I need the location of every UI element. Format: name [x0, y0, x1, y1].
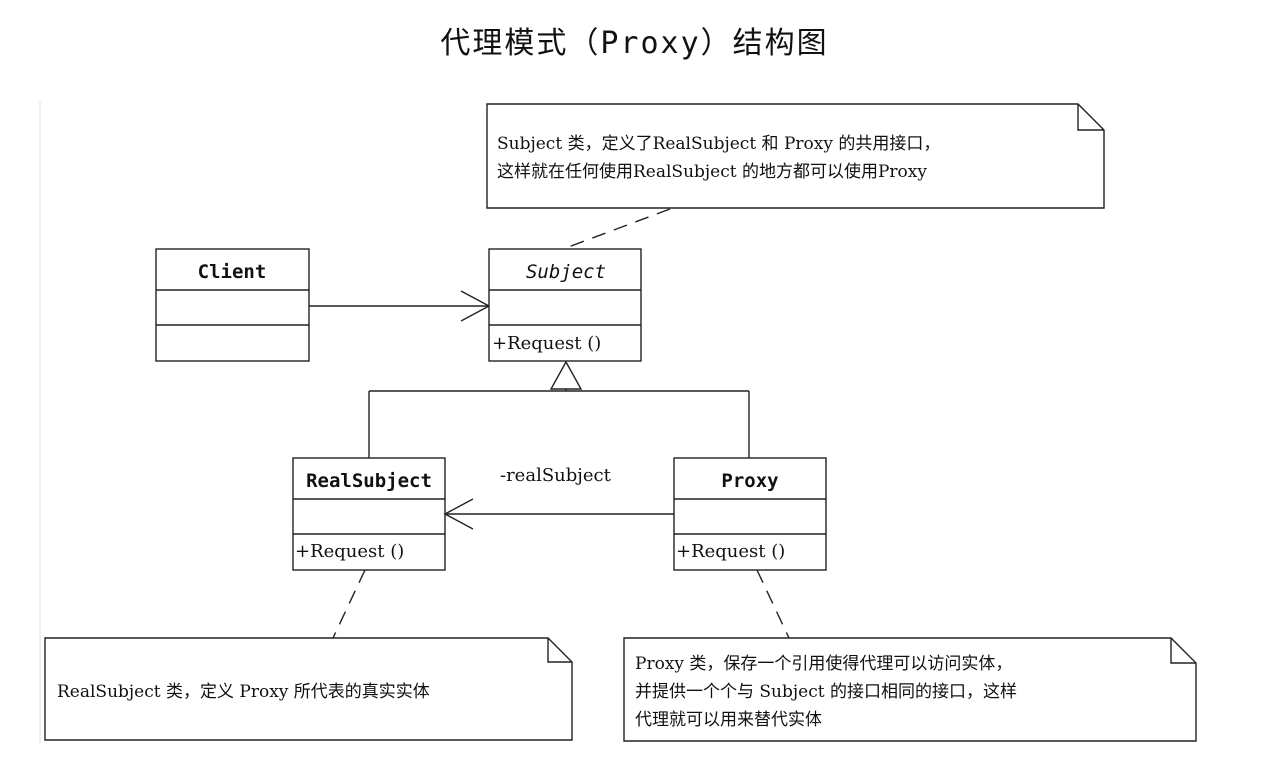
note-proxy-line-1: Proxy 类，保存一个引用使得代理可以访问实体，: [635, 653, 1012, 674]
note-proxy-line-2: 并提供一个个与 Subject 的接口相同的接口，这样: [635, 682, 1017, 702]
association-proxy-realsubject: -realSubject: [443, 465, 674, 530]
class-realsubject[interactable]: RealSubject +Request (): [292, 457, 446, 571]
class-client-name: Client: [198, 261, 267, 283]
diagram-title: 代理模式（Proxy）结构图: [440, 26, 829, 61]
note-subject-link: [562, 208, 671, 250]
class-realsubject-name: RealSubject: [306, 470, 432, 492]
note-realsubject-link: [332, 569, 366, 639]
class-proxy-operation: +Request (): [676, 541, 785, 562]
note-realsubject: RealSubject 类，定义 Proxy 所代表的真实实体: [44, 637, 573, 741]
note-proxy-link: [756, 569, 790, 639]
note-proxy: Proxy 类，保存一个引用使得代理可以访问实体， 并提供一个个与 Subjec…: [623, 637, 1197, 742]
class-realsubject-operation: +Request (): [295, 541, 404, 562]
class-client[interactable]: Client: [155, 248, 310, 362]
class-subject[interactable]: Subject +Request (): [488, 248, 642, 362]
note-subject-line-2: 这样就在任何使用RealSubject 的地方都可以使用Proxy: [497, 161, 927, 182]
class-proxy[interactable]: Proxy +Request (): [673, 457, 827, 571]
class-subject-operation: +Request (): [492, 333, 601, 354]
class-subject-name: Subject: [526, 261, 606, 283]
association-label: -realSubject: [500, 465, 612, 486]
note-realsubject-line-1: RealSubject 类，定义 Proxy 所代表的真实实体: [57, 682, 430, 702]
association-client-subject: [309, 290, 491, 322]
note-proxy-line-3: 代理就可以用来替代实体: [635, 710, 822, 730]
note-subject: Subject 类，定义了RealSubject 和 Proxy 的共用接口， …: [486, 103, 1105, 209]
generalization: [368, 360, 750, 458]
class-proxy-name: Proxy: [721, 470, 778, 492]
note-subject-line-1: Subject 类，定义了RealSubject 和 Proxy 的共用接口，: [497, 134, 940, 154]
